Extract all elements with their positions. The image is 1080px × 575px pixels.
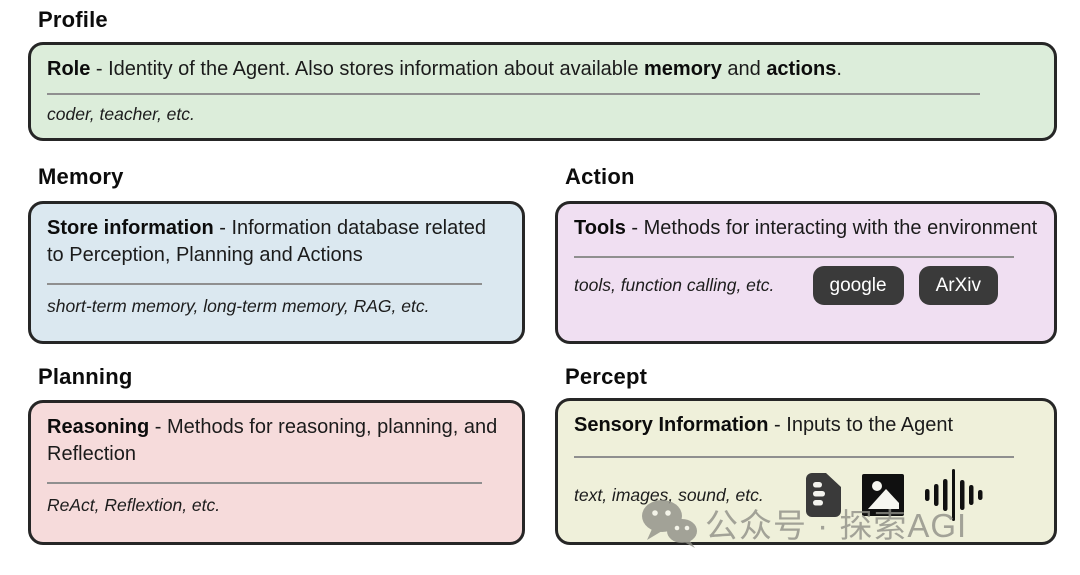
- percept-term: Sensory Information: [574, 414, 769, 436]
- planning-card: Reasoning - Methods for reasoning, plann…: [28, 400, 525, 545]
- planning-description: Reasoning - Methods for reasoning, plann…: [47, 416, 498, 465]
- percept-examples-row: text, images, sound, etc.: [574, 469, 1038, 521]
- section-title-profile: Profile: [38, 7, 108, 32]
- section-title-action: Action: [565, 164, 635, 189]
- memory-description: Store information - Information database…: [47, 217, 487, 266]
- percept-card: Sensory Information - Inputs to the Agen…: [555, 398, 1057, 545]
- watermark-text: 公众号 · 探索AGI: [705, 507, 968, 544]
- percept-examples: text, images, sound, etc.: [574, 484, 764, 505]
- divider: [574, 456, 1014, 458]
- section-title-percept: Percept: [565, 364, 648, 389]
- document-icon: [805, 472, 842, 518]
- action-card: Tools - Methods for interacting with the…: [555, 201, 1057, 344]
- google-tool-pill: google: [812, 266, 904, 305]
- planning-term: Reasoning: [47, 416, 150, 438]
- wechat-icon: [640, 498, 698, 548]
- image-icon: [861, 473, 905, 517]
- divider: [47, 283, 482, 285]
- watermark: 公众号 · 探索AGI: [640, 498, 967, 548]
- action-examples: tools, function calling, etc.: [574, 275, 775, 295]
- profile-term: Role: [47, 58, 91, 80]
- action-description: Tools - Methods for interacting with the…: [574, 217, 1038, 239]
- memory-term: Store information: [47, 217, 214, 239]
- waveform-icon: [924, 469, 988, 521]
- divider: [574, 256, 1014, 258]
- section-title-planning: Planning: [38, 364, 133, 389]
- arxiv-tool-pill: ArXiv: [918, 266, 998, 305]
- section-title-memory: Memory: [38, 164, 124, 189]
- memory-examples: short-term memory, long-term memory, RAG…: [47, 296, 430, 316]
- divider: [47, 482, 482, 484]
- profile-description: Role - Identity of the Agent. Also store…: [47, 58, 842, 80]
- percept-media-icons: [805, 469, 988, 521]
- memory-card: Store information - Information database…: [28, 201, 525, 344]
- percept-description: Sensory Information - Inputs to the Agen…: [574, 414, 954, 436]
- profile-examples: coder, teacher, etc.: [47, 104, 195, 124]
- tool-pills: google ArXiv: [812, 266, 998, 305]
- planning-examples: ReAct, Reflextion, etc.: [47, 495, 221, 515]
- profile-card: Role - Identity of the Agent. Also store…: [28, 42, 1057, 141]
- action-examples-row: tools, function calling, etc. google ArX…: [574, 266, 1038, 305]
- action-term: Tools: [574, 217, 626, 239]
- divider: [47, 93, 980, 95]
